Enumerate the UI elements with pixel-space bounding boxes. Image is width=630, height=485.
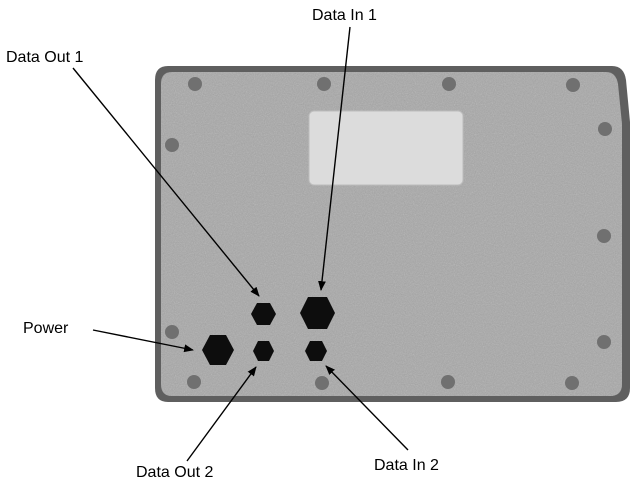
screw-icon xyxy=(187,375,201,389)
screw-icon xyxy=(597,229,611,243)
leader-data-out-2 xyxy=(186,366,257,462)
screw-icon xyxy=(565,376,579,390)
leader-data-in-1 xyxy=(318,26,351,291)
power-port-hex-port-icon xyxy=(202,335,234,365)
screw-icon xyxy=(598,122,612,136)
ports xyxy=(202,297,335,365)
display-window xyxy=(308,110,464,186)
screw-icon xyxy=(442,77,456,91)
screw-icon xyxy=(165,138,179,152)
housing-face xyxy=(161,72,622,396)
label-data-out-1: Data Out 1 xyxy=(6,49,83,66)
data-out-1-port-hex-port-icon xyxy=(251,303,276,325)
screw-icon xyxy=(441,375,455,389)
label-data-in-1: Data In 1 xyxy=(312,7,377,24)
screw-icon xyxy=(165,325,179,339)
leader-lines xyxy=(72,26,409,462)
leader-power xyxy=(92,329,194,353)
screw-icon xyxy=(597,335,611,349)
screw-icon xyxy=(315,376,329,390)
labels: Data In 1 Data Out 1 Power Data Out 2 Da… xyxy=(6,7,439,481)
leader-data-out-1 xyxy=(72,67,260,297)
label-data-out-2: Data Out 2 xyxy=(136,464,213,481)
data-in-1-port-hex-port-icon xyxy=(300,297,335,329)
screws xyxy=(165,77,612,390)
leader-data-in-2 xyxy=(325,365,409,451)
data-in-2-port-hex-port-icon xyxy=(305,341,327,361)
data-out-2-port-hex-port-icon xyxy=(253,341,274,361)
screw-icon xyxy=(566,78,580,92)
screw-icon xyxy=(188,77,202,91)
screw-icon xyxy=(317,77,331,91)
label-power: Power xyxy=(23,320,69,337)
label-data-in-2: Data In 2 xyxy=(374,457,439,474)
